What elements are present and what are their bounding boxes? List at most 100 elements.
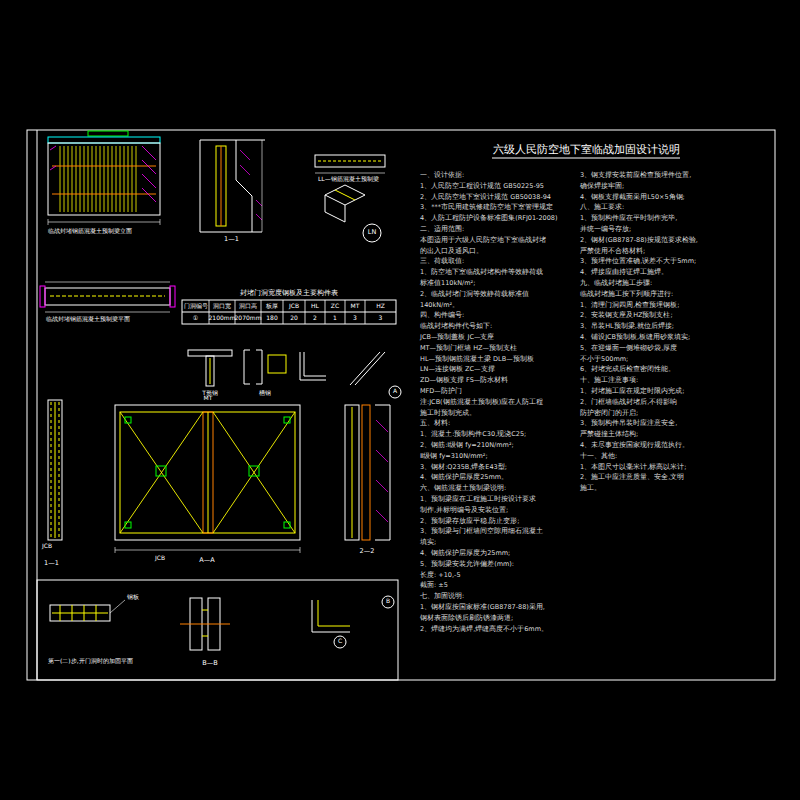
table-cell: 3 [353,315,357,322]
design-note: Ⅱ级钢 fy=310N/mm²; [420,453,488,460]
design-note: 九、临战封堵施工步骤: [580,280,652,287]
design-note: 并统一编号存放; [580,226,631,233]
design-note: 2、门框墙临战封堵后,不得影响 [580,399,677,406]
design-note: JCB—预制盖板 JC—支座 [420,334,494,341]
design-note: 长度: +10,-5 [420,572,461,579]
table-cell: 2100mm [209,315,236,322]
table-cell: 20 [290,315,298,322]
section-mark: A—A [199,557,214,564]
table-cell: ① [193,315,198,322]
part-name: 槽钢 [259,390,271,397]
design-note: 2、钢筋:Ⅰ级钢 fy=210N/mm²; [420,442,514,449]
table-cell: HZ [376,303,385,310]
design-note: 确保焊接牢固; [580,183,624,190]
part-name: 钢板 [127,594,139,601]
table-title: 封堵门洞宽度钢板及主要构件表 [240,290,338,297]
design-note: 4、未尽事宜按国家现行规范执行。 [580,442,689,449]
view-caption: 第一(二)步,开门洞时的加固平面 [48,658,133,665]
design-note: HL—预制钢筋混凝土梁 DLB—预制板 [420,356,534,363]
detail-mark: A [393,388,397,395]
design-note: 2、钢材(GB8787-88)按规范要求检验, [580,237,698,244]
table-cell: 板厚 [266,303,278,310]
design-note: 2、临战封堵门洞等效静荷载标准值 [420,291,529,298]
design-note: 填实; [420,539,436,546]
table-cell: MT [351,303,360,310]
table-cell: 洞口高 [239,303,257,310]
design-note: 1、清理门洞四周,检查预埋钢板; [580,302,679,309]
design-note: 钢材表面除锈后刷防锈漆两道; [420,615,513,622]
design-note: 临战封堵构件代号如下: [420,323,492,330]
design-note: 3、预制梁与门框墙间空隙用细石混凝土 [420,528,543,535]
table-cell: 门洞编号 [184,303,208,310]
design-note: 十、施工注意事项: [580,377,638,384]
design-note: 2、施工中应注意质量、安全,文明 [580,474,684,481]
design-note: LN—连接钢板 ZC—支撑 [420,366,495,373]
design-note: 1、钢材应按国家标准(GB8787-88)采用, [420,604,545,611]
design-note: MFD—防护门 [420,388,462,395]
section-mark: 1—1 [224,236,239,243]
design-note: 严禁碰撞主体结构; [580,431,638,438]
design-note: 注:JCB(钢筋混凝土预制板)应在人防工程 [420,399,543,406]
design-note: 3、钢材:Q235B,焊条E43型; [420,464,507,471]
design-note: 施工时预制完成。 [420,410,476,417]
design-note: 2、预制梁存放应平稳,防止变形; [420,518,519,525]
design-note: 1、防空地下室临战封堵构件等效静荷载 [420,269,543,276]
design-note: 不小于500mm; [580,356,628,363]
design-note: 制作,并标明编号及安装位置; [420,507,508,514]
design-note: 严禁使用不合格材料; [580,248,645,255]
part-code: MT [204,395,213,402]
part-code: JCB [42,543,52,550]
table-cell: 2070mm [235,315,262,322]
design-note: 一、设计依据: [420,172,464,179]
detail-mark: B [386,598,390,605]
design-note: 4、钢筋保护层厚度25mm。 [420,474,508,481]
sheet-title: 六级人民防空地下室临战加固设计说明 [493,143,680,155]
table-cell: JCB [289,303,299,310]
design-note: 4、钢筋保护层厚度为25mm; [420,550,510,557]
part-code: JCB [155,555,165,562]
part-name: LL—钢筋混凝土预制梁 [318,176,379,183]
design-note: 5、在迎爆面一侧堆砌砂袋,厚度 [580,345,677,352]
table-cell: 洞口宽 [213,303,231,310]
view-caption: 临战封堵钢筋混凝土预制梁立面 [48,228,132,235]
view-caption: 临战封堵钢筋混凝土预制梁平面 [46,316,130,323]
design-note: 2、焊缝均为满焊,焊缝高度不小于6mm。 [420,626,548,633]
table-cell: 1 [333,315,337,322]
design-note: 标准值110kN/m²; [420,280,475,287]
table-cell: ZC [331,303,339,310]
design-note: 3、钢支撑安装前应检查预埋件位置, [580,172,691,179]
design-note: 五、材料: [420,420,450,427]
design-note: 2、人民防空地下室设计规范 GB50038-94 [420,194,551,201]
section-mark: B—B [202,660,217,667]
design-note: 1、混凝土:预制构件C30,现浇C25; [420,431,526,438]
design-note: 七、加固说明: [420,593,464,600]
design-note: 4、人防工程防护设备标准图集(RFJ01-2008) [420,215,558,222]
part-name: T形钢 [202,390,218,397]
design-note: 防护密闭门的开启; [580,410,638,417]
design-note: 3、预埋件位置准确,误差不大于5mm; [580,258,696,265]
design-note: 140kN/m²。 [420,302,459,309]
table-cell: HL [311,303,319,310]
design-note: 十一、其他: [580,453,617,460]
design-note: 三、荷载取值: [420,258,464,265]
table-cell: 2 [313,315,317,322]
design-note: 3、吊装HL预制梁,就位后焊接; [580,323,674,330]
design-note: 本图适用于六级人民防空地下室临战封堵 [420,237,546,244]
detail-mark: C [338,638,342,645]
table-cell: 3 [379,315,383,322]
design-note: 6、封堵完成后检查密闭性能。 [580,366,675,373]
design-note: 5、预制梁安装允许偏差(mm): [420,561,514,568]
table-cell: 180 [266,315,277,322]
design-note: 六、钢筋混凝土预制梁说明: [420,485,506,492]
design-note: 的出入口及通风口。 [420,248,483,255]
design-note: MT—预制门框墙 HZ—预制支柱 [420,345,517,352]
design-note: 1、本图尺寸以毫米计,标高以米计; [580,464,686,471]
design-note: 四、构件编号: [420,312,464,319]
design-note: 3、***市民用建筑修建防空地下室管理规定 [420,204,553,211]
design-note: 1、封堵施工应在规定时限内完成; [580,388,684,395]
section-mark: 1—1 [44,560,59,567]
design-note: 1、预制梁应在工程施工时按设计要求 [420,496,536,503]
design-note: ZD—钢板支撑 FS—防水材料 [420,377,508,384]
design-note: 截面: ±5 [420,582,448,589]
